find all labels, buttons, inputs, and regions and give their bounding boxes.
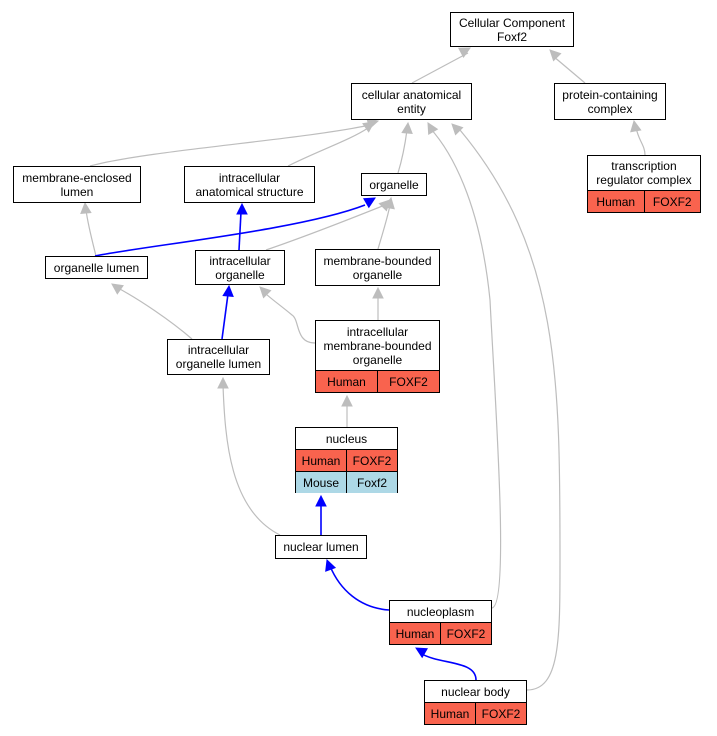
node-label: nucleus xyxy=(325,431,368,446)
node-label: transcription regulator complex xyxy=(596,159,692,187)
node-intracellular-membrane-bounded-organelle[interactable]: intracellular membrane-bounded organelle… xyxy=(315,320,440,393)
edge-np-nl-arrowhead xyxy=(325,558,337,572)
edge-nb-np-arrowhead xyxy=(415,647,428,659)
node-nucleus[interactable]: nucleus Human FOXF2 Mouse Foxf2 xyxy=(295,427,398,493)
edge-ias-cae xyxy=(287,127,369,167)
edge-cae-root xyxy=(411,52,469,84)
edge-nb-cae xyxy=(459,129,561,691)
node-intracellular-anatomical-structure[interactable]: intracellular anatomical structure xyxy=(184,166,315,203)
node-cellular-component-foxf2[interactable]: Cellular Component Foxf2 xyxy=(450,12,574,47)
node-label: membrane-bounded organelle xyxy=(323,253,432,282)
edge-iol-ico xyxy=(221,293,229,340)
edge-imbo-mbo-arrowhead xyxy=(372,286,384,299)
node-cellular-anatomical-entity[interactable]: cellular anatomical entity xyxy=(351,83,472,120)
edge-orglumen-org xyxy=(94,204,366,257)
node-membrane-enclosed-lumen[interactable]: membrane-enclosed lumen xyxy=(13,166,141,203)
edge-nb-cae-arrowhead xyxy=(451,123,464,136)
human-gene-row: Human FOXF2 xyxy=(296,449,397,471)
gene-cell: FOXF2 xyxy=(377,371,439,392)
edge-trc-pcc xyxy=(635,126,646,156)
edge-org-cae xyxy=(397,129,408,174)
node-label: intracellular membrane-bounded organelle xyxy=(323,324,432,367)
edge-imbo-ico-arrowhead xyxy=(259,286,272,299)
species-cell: Human xyxy=(395,626,435,641)
node-label: protein-containing complex xyxy=(562,87,658,116)
edge-orglumen-mel xyxy=(85,209,97,257)
edge-iol-orglumen xyxy=(117,287,193,340)
node-nuclear-lumen[interactable]: nuclear lumen xyxy=(275,535,367,559)
edge-pcc-root-arrowhead xyxy=(549,49,562,62)
edge-np-nl xyxy=(329,565,390,611)
edge-cae-root-arrowhead xyxy=(458,47,471,59)
node-label: nuclear body xyxy=(441,684,510,699)
edge-mbo-org xyxy=(377,204,391,250)
species-cell: Human xyxy=(301,453,341,468)
node-label: nucleoplasm xyxy=(406,604,475,619)
edge-nucleus-imbo-arrowhead xyxy=(341,394,353,407)
human-gene-row: Human FOXF2 xyxy=(390,622,491,644)
node-label: intracellular organelle lumen xyxy=(175,343,262,371)
gene-cell: FOXF2 xyxy=(643,191,701,212)
node-organelle[interactable]: organelle xyxy=(361,173,427,196)
node-label: intracellular organelle xyxy=(209,253,271,282)
edge-org-cae-arrowhead xyxy=(401,121,413,134)
edge-pcc-root xyxy=(552,55,586,84)
edge-iol-ico-arrowhead xyxy=(222,284,234,297)
node-label: membrane-enclosed lumen xyxy=(22,170,132,199)
human-gene-row: Human FOXF2 xyxy=(316,370,439,392)
node-nuclear-body[interactable]: nuclear body Human FOXF2 xyxy=(424,680,527,725)
edge-orglumen-mel-arrowhead xyxy=(80,201,92,214)
edge-iol-orglumen-arrowhead xyxy=(111,283,124,295)
edge-orglumen-org-arrowhead xyxy=(363,197,376,209)
species-cell: Human xyxy=(596,194,636,209)
edge-ico-org xyxy=(265,204,386,251)
node-label: intracellular anatomical structure xyxy=(195,170,304,199)
node-label: organelle xyxy=(369,177,419,192)
node-intracellular-organelle-lumen[interactable]: intracellular organelle lumen xyxy=(167,339,270,375)
edge-np-cae xyxy=(429,127,502,609)
human-gene-row: Human FOXF2 xyxy=(425,702,526,724)
species-cell: Human xyxy=(327,374,366,389)
node-label: organelle lumen xyxy=(53,260,140,275)
edge-nl-iol xyxy=(222,384,281,536)
edge-trc-pcc-arrowhead xyxy=(630,119,642,133)
node-protein-containing-complex[interactable]: protein-containing complex xyxy=(554,83,666,120)
node-label: cellular anatomical entity xyxy=(361,87,462,116)
node-nucleoplasm[interactable]: nucleoplasm Human FOXF2 xyxy=(389,600,492,645)
node-intracellular-organelle[interactable]: intracellular organelle xyxy=(195,250,285,285)
mouse-gene-row: Mouse Foxf2 xyxy=(296,471,397,493)
gene-cell: FOXF2 xyxy=(475,703,526,724)
edge-nb-np xyxy=(419,652,477,681)
human-gene-row: Human FOXF2 xyxy=(588,190,700,212)
edge-nl-nucleus-arrowhead xyxy=(315,494,327,507)
species-cell: Human xyxy=(430,706,470,721)
edge-mbo-org-arrowhead xyxy=(383,196,395,210)
edge-ico-ias xyxy=(238,211,242,251)
edge-np-cae-arrowhead xyxy=(427,122,439,135)
edge-imbo-ico xyxy=(264,292,316,344)
node-organelle-lumen[interactable]: organelle lumen xyxy=(45,256,148,279)
edge-ico-ias-arrowhead xyxy=(236,202,248,215)
node-membrane-bounded-organelle[interactable]: membrane-bounded organelle xyxy=(315,249,440,286)
gene-cell: FOXF2 xyxy=(440,623,491,644)
gene-cell: Foxf2 xyxy=(346,472,397,493)
node-label: Cellular Component Foxf2 xyxy=(458,15,566,44)
species-cell: Mouse xyxy=(302,475,340,490)
gene-cell: FOXF2 xyxy=(346,450,397,471)
edge-nl-iol-arrowhead xyxy=(217,376,229,389)
edge-ias-cae-arrowhead xyxy=(362,121,375,133)
node-transcription-regulator-complex[interactable]: transcription regulator complex Human FO… xyxy=(587,155,701,213)
edge-mel-cae xyxy=(89,124,371,167)
node-label: nuclear lumen xyxy=(283,540,359,554)
